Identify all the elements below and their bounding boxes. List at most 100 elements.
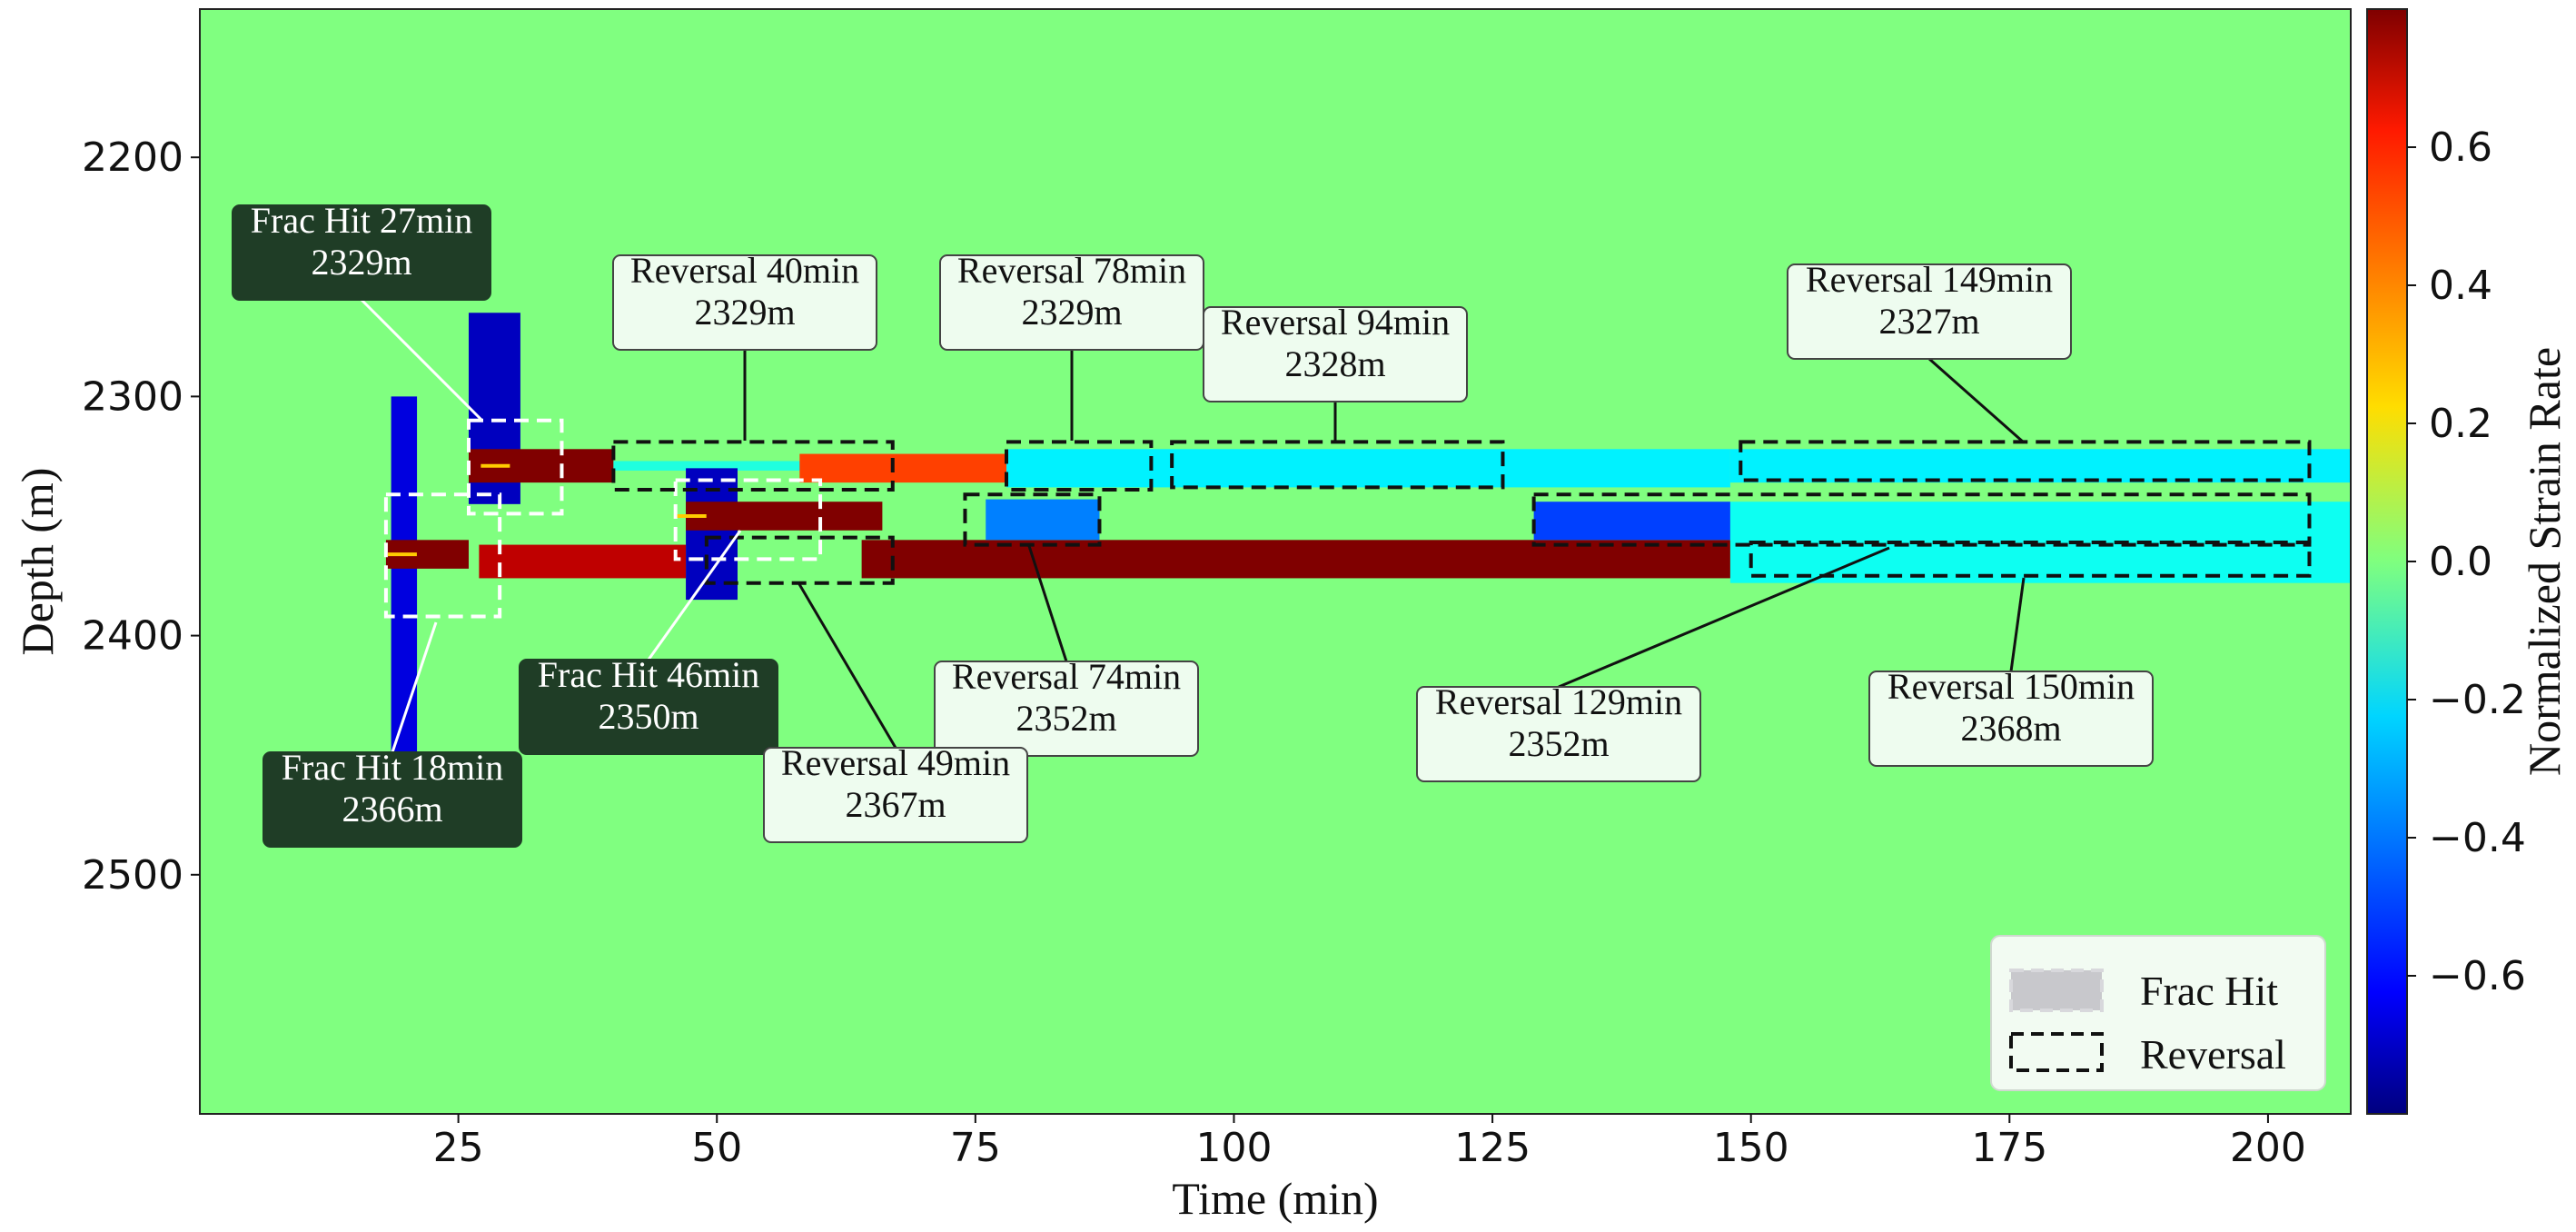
reversal-5-label-line-1: 2367m xyxy=(845,784,946,825)
reversal-box-6 xyxy=(1531,492,2312,547)
reversal-box-2 xyxy=(1170,440,1505,490)
reversal-1-label-line-1: 2329m xyxy=(1021,292,1122,333)
frac-hit-box-2 xyxy=(383,492,502,619)
colorbar-tick-label-2: −0.2 xyxy=(2429,677,2526,723)
frac-hit-box-1 xyxy=(673,478,823,561)
reversal-6-label-line-1: 2352m xyxy=(1508,723,1609,764)
x-tick-label-50: 50 xyxy=(691,1125,742,1171)
reversal-box-3 xyxy=(1739,440,2312,482)
reversal-3-label-line-1: 2327m xyxy=(1878,301,1979,342)
x-axis-title: Time (min) xyxy=(1172,1173,1378,1224)
frac-hit-0-label-box xyxy=(232,204,491,301)
frac-hit-1-leader-line xyxy=(647,530,742,661)
frac-hit-0-label-line-1: 2329m xyxy=(311,242,411,283)
frac-hit-box-0 xyxy=(467,418,564,516)
colorbar-tick-label-0: −0.6 xyxy=(2429,953,2526,999)
x-tick-label-100: 100 xyxy=(1195,1125,1272,1171)
reversal-6-label-line-0: Reversal 129min xyxy=(1435,681,1682,722)
reversal-1-label-box xyxy=(939,254,1204,351)
heatmap-plot-area xyxy=(199,8,2352,1115)
reversal-3-leader-line xyxy=(1928,357,2025,444)
y-axis-title: Depth (m) xyxy=(12,468,63,656)
colorbar-title: Normalized Strain Rate xyxy=(2519,347,2570,776)
reversal-box-5 xyxy=(704,535,895,585)
frac-hit-1-label-line-1: 2350m xyxy=(598,696,698,737)
legend-reversal-swatch xyxy=(2009,1032,2104,1072)
strain-feature-8 xyxy=(799,453,1027,483)
reversal-0-label-box xyxy=(612,254,877,351)
frac-hit-0-leader-line xyxy=(360,298,483,422)
colorbar-tick-label-3: 0.0 xyxy=(2429,539,2492,585)
y-tick-label-2200: 2200 xyxy=(82,134,183,181)
reversal-box-0 xyxy=(611,440,895,492)
frac-hit-2-label-line-0: Frac Hit 18min xyxy=(282,747,503,788)
heatmap-clip-group xyxy=(200,9,2351,1114)
strain-feature-4 xyxy=(613,461,893,471)
reversal-6-label-box xyxy=(1416,686,1701,782)
legend-reversal-label: Reversal xyxy=(2140,1031,2286,1078)
reversal-3-label-box xyxy=(1787,263,2072,360)
x-tick-label-75: 75 xyxy=(950,1125,1001,1171)
legend-frac-hit-swatch xyxy=(2009,969,2104,1012)
reversal-box-7 xyxy=(1749,540,2312,578)
reversal-5-leader-line xyxy=(798,583,897,749)
reversal-7-label-line-0: Reversal 150min xyxy=(1887,666,2135,707)
strain-feature-10 xyxy=(986,499,1100,541)
colorbar-gradient xyxy=(2366,8,2408,1115)
x-tick-label-175: 175 xyxy=(1971,1125,2047,1171)
reversal-0-label-line-1: 2329m xyxy=(694,292,795,333)
reversal-2-label-box xyxy=(1203,306,1468,402)
x-tick-label-125: 125 xyxy=(1454,1125,1531,1171)
frac-hit-1-label-box xyxy=(519,659,778,755)
reversal-4-label-line-1: 2352m xyxy=(1016,698,1116,739)
reversal-7-leader-line xyxy=(2009,577,2026,672)
reversal-7-label-box xyxy=(1868,671,2154,767)
frac-hit-0-label-line-0: Frac Hit 27min xyxy=(251,200,472,241)
x-tick-label-25: 25 xyxy=(433,1125,484,1171)
legend-frac-hit-label: Frac Hit xyxy=(2140,968,2278,1014)
reversal-2-label-line-1: 2328m xyxy=(1284,343,1385,384)
x-tick-label-200: 200 xyxy=(2230,1125,2306,1171)
colorbar-tick-label-5: 0.4 xyxy=(2429,263,2492,309)
reversal-4-label-line-0: Reversal 74min xyxy=(952,656,1181,697)
frac-hit-2-label-box xyxy=(263,751,522,848)
strain-feature-13 xyxy=(1729,449,2351,483)
strain-feature-0 xyxy=(391,396,418,803)
colorbar-tick-label-1: −0.4 xyxy=(2429,815,2526,861)
reversal-0-label-line-0: Reversal 40min xyxy=(630,250,859,291)
reversal-4-label-box xyxy=(934,661,1199,757)
reversal-5-label-line-0: Reversal 49min xyxy=(781,742,1010,783)
y-tick-label-2400: 2400 xyxy=(82,613,183,660)
annotation-boxes xyxy=(383,418,2312,619)
reversal-box-1 xyxy=(1005,440,1154,492)
plot-frame xyxy=(199,8,2352,1115)
frac-hit-2-label-line-1: 2366m xyxy=(342,789,442,830)
strain-feature-11 xyxy=(1006,449,1730,488)
strain-feature-12 xyxy=(1533,502,1730,541)
strain-feature-6 xyxy=(686,502,883,531)
strain-feature-7 xyxy=(479,544,687,579)
y-tick-label-2300: 2300 xyxy=(82,373,183,420)
frac-hit-1-label-line-0: Frac Hit 46min xyxy=(538,654,759,695)
reversal-7-label-line-1: 2368m xyxy=(1960,708,2061,749)
strain-feature-14 xyxy=(1729,502,2351,583)
reversal-2-label-line-0: Reversal 94min xyxy=(1221,302,1450,343)
colorbar-tick-label-4: 0.2 xyxy=(2429,401,2492,447)
reversal-3-label-line-0: Reversal 149min xyxy=(1806,259,2053,300)
y-tick-label-2500: 2500 xyxy=(82,852,183,899)
